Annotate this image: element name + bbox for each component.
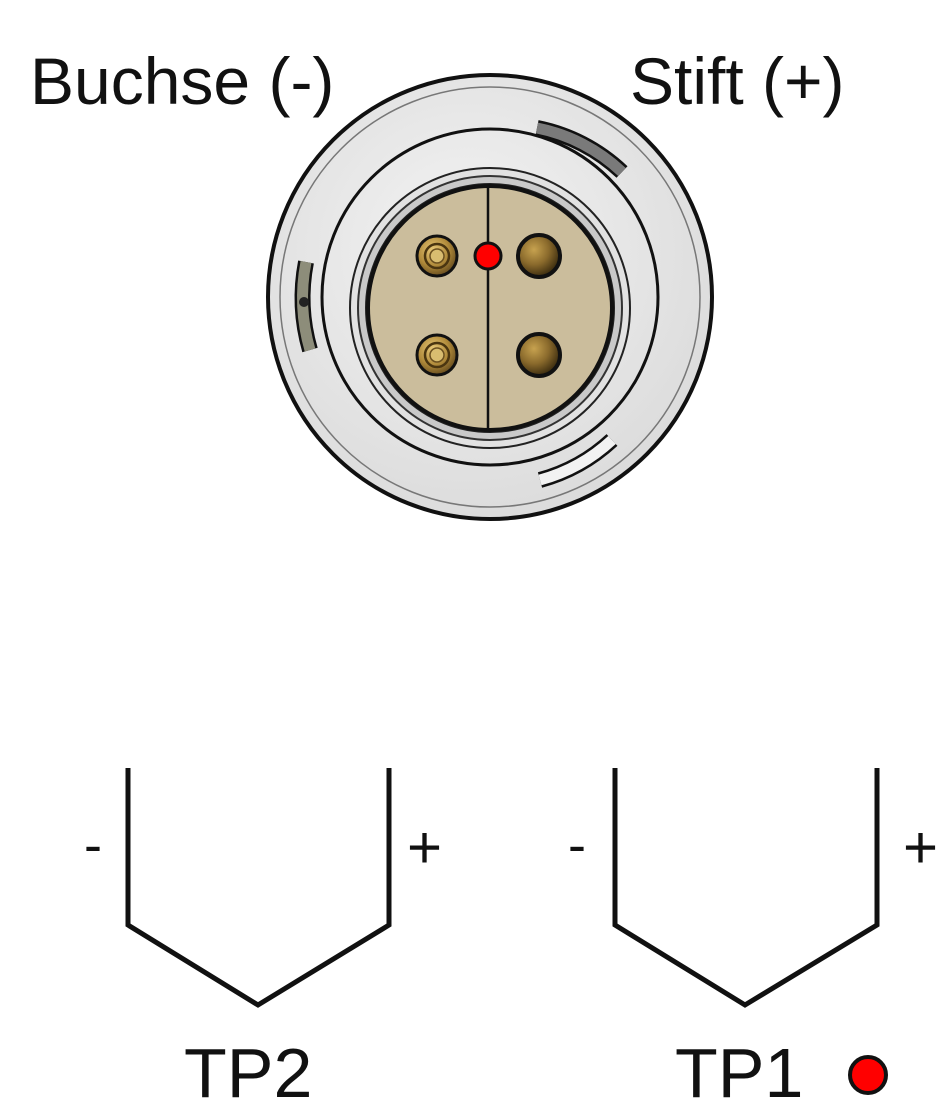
pin-contact (516, 332, 562, 378)
tp1-minus-label: - (568, 815, 586, 875)
tp1-marker-dot (848, 1055, 888, 1095)
thermocouple-symbol-tp2 (125, 768, 392, 1008)
orientation-marker (473, 241, 503, 271)
tp1-label: TP1 (675, 1034, 804, 1112)
pin-contact (516, 233, 562, 279)
tp2-label: TP2 (184, 1034, 313, 1112)
tp2-plus-label: + (407, 814, 443, 881)
socket-contact (415, 234, 459, 278)
pin-label: Stift (+) (630, 44, 845, 118)
contact-insert (366, 184, 614, 432)
socket-label: Buchse (-) (30, 44, 335, 118)
tp1-plus-label: + (903, 814, 939, 881)
tp2-minus-label: - (84, 815, 102, 875)
thermocouple-symbol-tp1 (612, 768, 880, 1008)
socket-contact (415, 333, 459, 377)
housing-key-marks (294, 120, 628, 488)
